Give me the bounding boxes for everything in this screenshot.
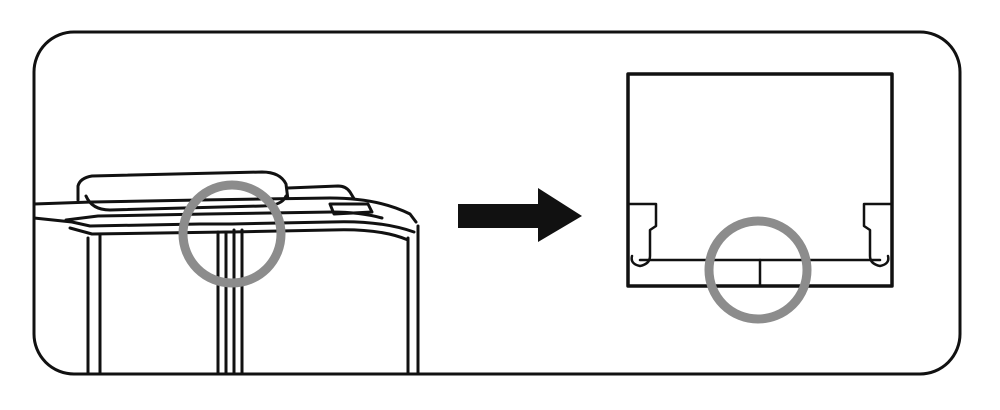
refrigerator-top-icon (32, 170, 420, 376)
door-top-edge-inner (68, 226, 410, 242)
top-cover-step (286, 184, 358, 204)
overview-highlight-ring (178, 180, 286, 288)
detail-left-bracket (626, 202, 658, 268)
top-cover-block (76, 170, 290, 202)
arrow-right-icon (458, 188, 582, 242)
detail-frame (626, 72, 894, 288)
cabinet-top-surface (32, 196, 418, 224)
door-gap-detail-icon (626, 72, 894, 288)
detail-right-bracket (862, 202, 894, 268)
detail-highlight-ring (704, 216, 812, 324)
hinge-tab-right (328, 202, 374, 216)
